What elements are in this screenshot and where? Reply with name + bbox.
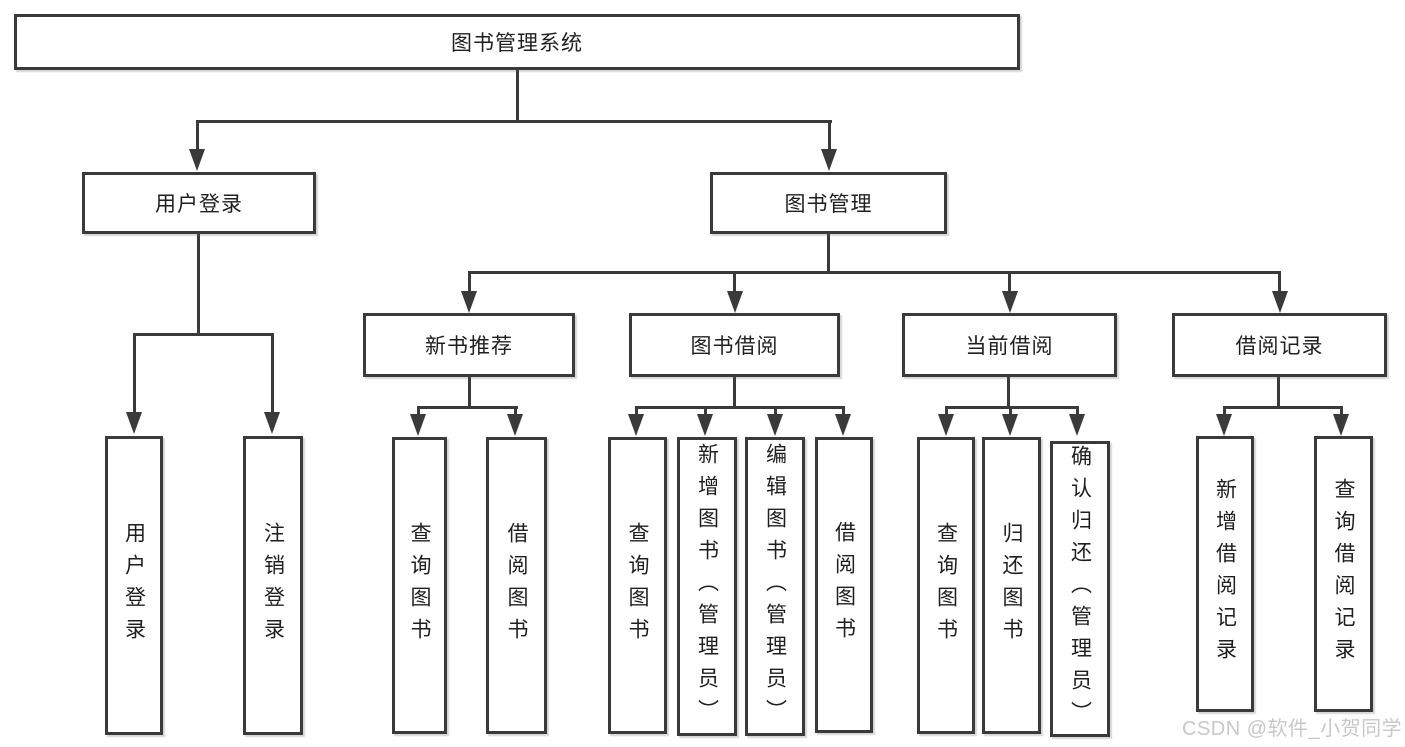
arrow-down-icon (767, 414, 783, 436)
group-book-borrow: 图书借阅 (629, 313, 840, 377)
arrow-down-icon (697, 414, 713, 436)
root-node-library-management-system: 图书管理系统 (14, 14, 1020, 70)
arrow-down-icon (835, 414, 851, 436)
leaf-borrow-books: 借阅图书 (815, 437, 873, 733)
leaf-query-books: 查询图书 (392, 437, 447, 734)
node-label: 当前借阅 (965, 335, 1054, 358)
node-label: 用户登录 (122, 521, 146, 650)
csdn-watermark: CSDN @软件_小贺同学 (1182, 718, 1403, 740)
connector (945, 408, 948, 416)
node-label: 新书推荐 (425, 335, 513, 358)
leaf-query-borrow-record: 查询借阅记录 (1314, 436, 1373, 712)
node-label: 查询图书 (408, 521, 431, 650)
connector (1223, 408, 1226, 416)
connector (704, 408, 707, 416)
node-label: 新增图书（管理员） (695, 442, 719, 731)
connector (1009, 408, 1012, 416)
arrow-down-icon (938, 414, 954, 436)
connector (635, 406, 845, 409)
leaf-query-books: 查询图书 (608, 437, 667, 734)
connector (1278, 273, 1281, 292)
connector (828, 122, 831, 150)
leaf-return-books: 归还图书 (982, 437, 1041, 734)
arrow-down-icon (461, 291, 477, 313)
connector (196, 120, 832, 123)
arrow-down-icon (628, 414, 644, 436)
branch-user-login: 用户登录 (82, 172, 316, 234)
arrow-down-icon (507, 414, 523, 436)
branch-book-management: 图书管理 (710, 172, 947, 234)
node-label: 借阅记录 (1235, 335, 1324, 358)
connector (827, 234, 830, 273)
connector (516, 70, 519, 122)
leaf-add-books-admin: 新增图书（管理员） (677, 437, 737, 736)
node-label: 归还图书 (1000, 521, 1023, 650)
connector (417, 408, 420, 416)
node-label: 注销登录 (261, 521, 285, 650)
connector (1340, 408, 1343, 416)
connector (1223, 406, 1343, 409)
arrow-down-icon (1069, 414, 1085, 436)
connector (774, 408, 777, 416)
node-label: 新增借阅记录 (1213, 478, 1237, 670)
arrow-down-icon (189, 149, 205, 171)
connector (1008, 273, 1011, 292)
group-new-book-recommend: 新书推荐 (363, 313, 575, 377)
node-label: 图书借阅 (690, 335, 779, 358)
node-label: 编辑图书（管理员） (763, 442, 787, 731)
group-current-borrow: 当前借阅 (902, 313, 1117, 377)
connector (635, 408, 638, 416)
connector (945, 406, 1079, 409)
connector (271, 335, 274, 413)
arrow-down-icon (727, 291, 743, 313)
connector (197, 234, 200, 335)
node-label: 借阅图书 (832, 521, 856, 649)
connector (196, 122, 199, 150)
arrow-down-icon (126, 412, 142, 434)
arrow-down-icon (1002, 291, 1018, 313)
arrow-down-icon (821, 149, 837, 171)
leaf-user-login: 用户登录 (105, 436, 163, 735)
leaf-query-books: 查询图书 (917, 437, 975, 734)
leaf-logout: 注销登录 (243, 436, 303, 735)
connector (468, 271, 1281, 274)
connector (842, 408, 845, 416)
connector (133, 333, 274, 336)
connector (1076, 408, 1079, 416)
connector (468, 377, 471, 408)
node-label: 图书管理 (784, 193, 873, 216)
leaf-add-borrow-record: 新增借阅记录 (1196, 436, 1254, 712)
arrow-down-icon (410, 414, 426, 436)
connector (514, 408, 517, 416)
node-label: 查询图书 (626, 521, 649, 650)
leaf-confirm-return-admin: 确认归还（管理员） (1050, 441, 1110, 737)
connector (133, 335, 136, 413)
arrow-down-icon (1216, 414, 1232, 436)
leaf-borrow-books: 借阅图书 (486, 437, 547, 734)
connector (1277, 377, 1280, 408)
connector (1007, 377, 1010, 408)
group-borrow-records: 借阅记录 (1172, 313, 1387, 377)
node-label: 借阅图书 (505, 521, 528, 650)
connector (733, 273, 736, 292)
arrow-down-icon (1002, 414, 1018, 436)
node-label: 用户登录 (155, 193, 243, 216)
connector (733, 377, 736, 408)
arrow-down-icon (1272, 291, 1288, 313)
connector (417, 406, 518, 409)
arrow-down-icon (1333, 414, 1349, 436)
node-label: 查询图书 (934, 521, 958, 650)
leaf-edit-books-admin: 编辑图书（管理员） (745, 437, 805, 736)
connector (468, 273, 471, 292)
node-label: 确认归还（管理员） (1068, 445, 1092, 733)
node-label: 图书管理系统 (451, 32, 583, 55)
node-label: 查询借阅记录 (1332, 478, 1355, 670)
arrow-down-icon (264, 412, 280, 434)
